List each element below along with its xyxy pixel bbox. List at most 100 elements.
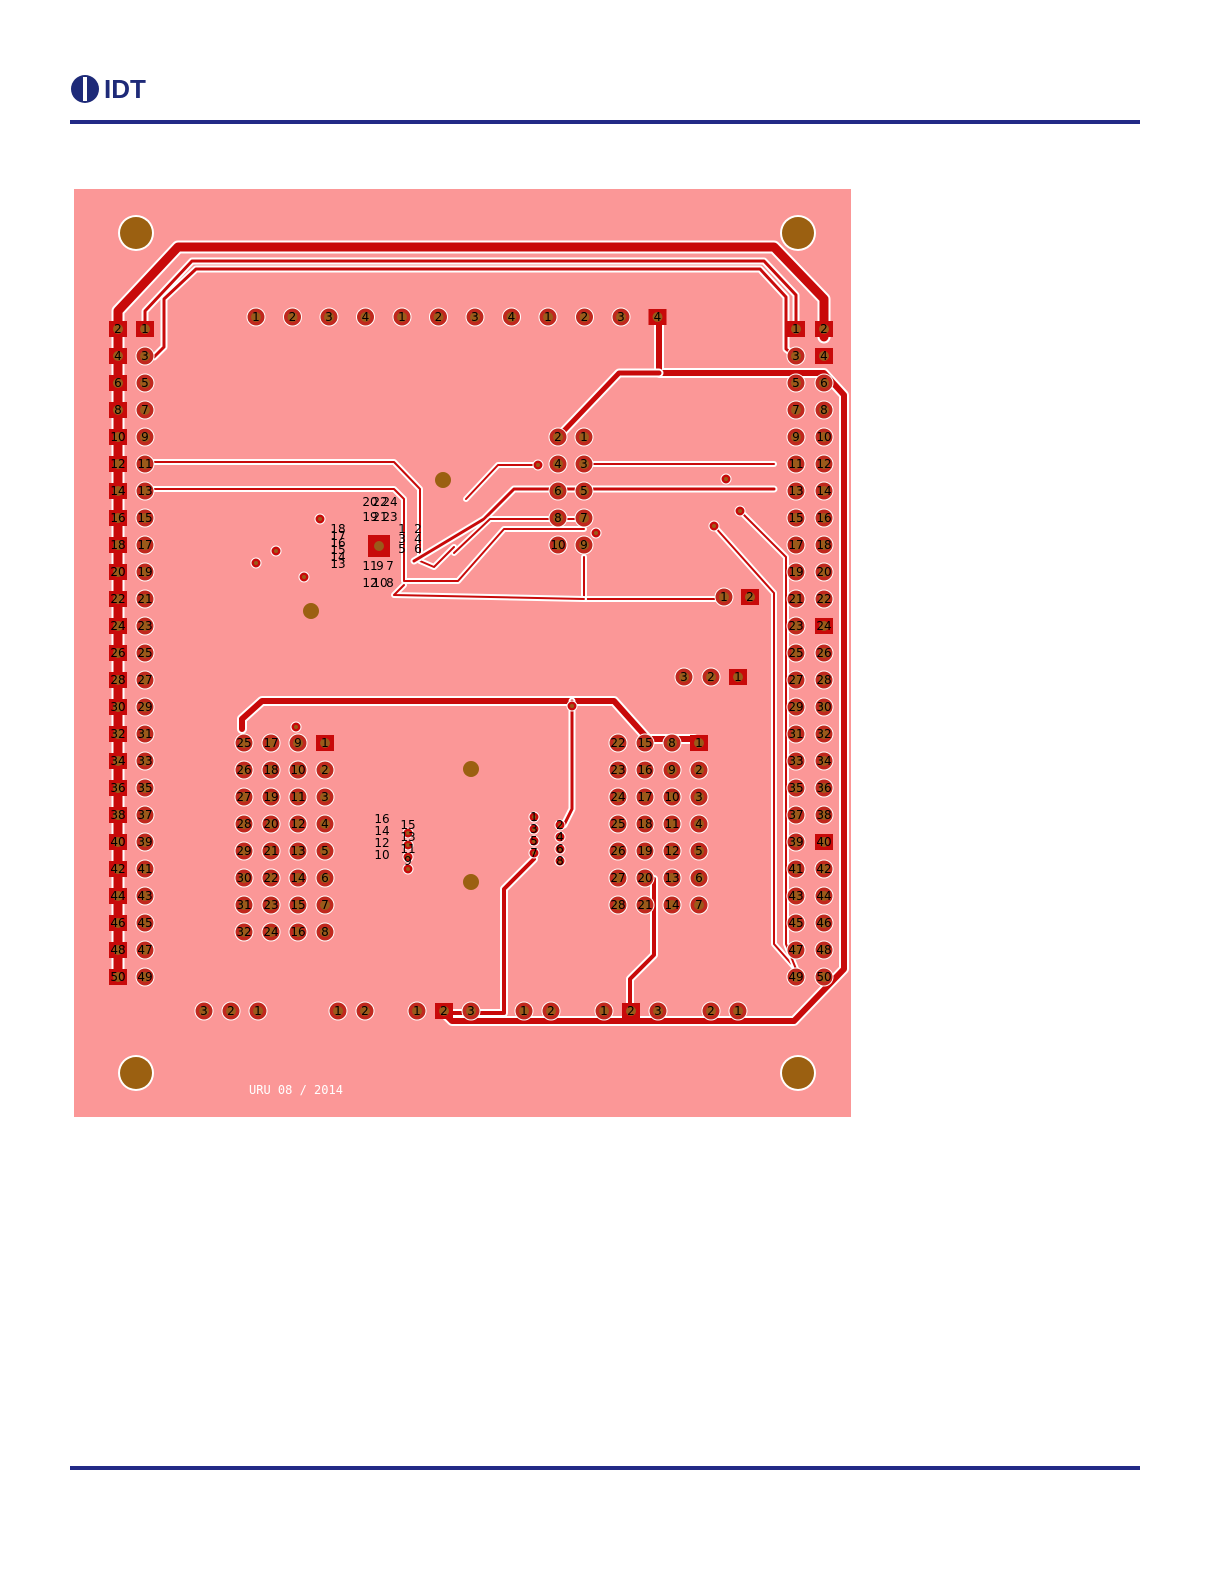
dip-left-pin-27-label: 27 xyxy=(236,790,251,804)
right-header-pin-23-drill xyxy=(791,621,801,631)
right-header-pin-32-label: 32 xyxy=(816,727,831,741)
trace-right-gnd xyxy=(441,312,847,1024)
right-header-pin-2-label: 2 xyxy=(820,322,828,336)
top-row-pin-4-label: 4 xyxy=(362,310,370,324)
left-header-pin-8-drill xyxy=(113,405,123,415)
dip-left-pin-7-drill xyxy=(320,900,330,910)
left-header-pin-14-drill xyxy=(113,486,123,496)
left-header-pin-32-drill xyxy=(113,729,123,739)
right-header-pin-22-label: 22 xyxy=(816,592,831,606)
dip-left-pin-10-label: 10 xyxy=(290,763,305,777)
left-header-pin-5-label: 5 xyxy=(141,376,149,390)
qfn-pin-14: 14 xyxy=(330,550,345,564)
trace-top-inner-1 xyxy=(143,259,798,331)
dip-left-pin-20-drill xyxy=(266,819,276,829)
dip-right-pin-26-label: 26 xyxy=(610,844,625,858)
bottom-row-pin-3-label: 3 xyxy=(467,1004,475,1018)
pads xyxy=(109,215,834,1091)
right-header-pin-22-drill xyxy=(819,594,829,604)
dip-right-pin-7-drill xyxy=(694,900,704,910)
qfn-pin-18: 18 xyxy=(330,522,345,536)
right-header-pin-50-drill xyxy=(819,972,829,982)
via-drill xyxy=(724,477,728,481)
top-row-pin-2-label: 2 xyxy=(289,310,297,324)
dip-left-pin-5-drill xyxy=(320,846,330,856)
qfn-pin-21: 21 xyxy=(372,510,387,524)
bottom-row-pin-2-label: 2 xyxy=(361,1004,369,1018)
dip-right-pin-13-label: 13 xyxy=(664,871,679,885)
dip-right-pin-14-label: 14 xyxy=(664,898,679,912)
left-header-pin-12-drill xyxy=(113,459,123,469)
left-header-pin-45-label: 45 xyxy=(137,916,152,930)
left-header-pin-29-label: 29 xyxy=(137,700,152,714)
bottom-row-pin-2-label: 2 xyxy=(227,1004,235,1018)
bottom-row-pin-1-drill xyxy=(733,1006,743,1016)
dip-right-pin-18-label: 18 xyxy=(637,817,652,831)
dip-right-pin-15-label: 15 xyxy=(637,736,652,750)
mid-block-pin-3-drill xyxy=(579,459,589,469)
right-header-pin-39-drill xyxy=(791,837,801,847)
footer-rule xyxy=(70,1466,1140,1470)
dip-left-pin-21-drill xyxy=(266,846,276,856)
right-header-pin-7-label: 7 xyxy=(792,403,800,417)
bottom-row-pin-1-drill xyxy=(333,1006,343,1016)
top-row-pin-4-label: 4 xyxy=(654,310,662,324)
dip-right-pin-25-label: 25 xyxy=(610,817,625,831)
top-row-pin-2-drill xyxy=(433,312,444,322)
left-header-pin-33-label: 33 xyxy=(137,754,152,768)
mid-block-pin-2-label: 2 xyxy=(554,430,562,444)
left-header-pin-48-label: 48 xyxy=(110,943,125,957)
left-header-pin-27-label: 27 xyxy=(137,673,152,687)
dip-left-pin-2-drill xyxy=(320,765,330,775)
top-row-pin-1-drill xyxy=(251,312,261,322)
right-header-pin-19-drill xyxy=(791,567,801,577)
sip-b-pin-9: 9 xyxy=(404,854,412,868)
dip-left-pin-20-label: 20 xyxy=(263,817,278,831)
right-header-pin-9-label: 9 xyxy=(792,430,800,444)
qfn-pin-16: 16 xyxy=(330,536,345,550)
right-header-pin-10-drill xyxy=(819,432,829,442)
top-row-pin-1-label: 1 xyxy=(398,310,406,324)
dip-left-pin-30-label: 30 xyxy=(236,871,251,885)
left-header-pin-11-label: 11 xyxy=(137,457,152,471)
left-header-pin-45-drill xyxy=(140,918,150,928)
trace-signal-13 xyxy=(144,488,585,582)
top-row-pin-2-label: 2 xyxy=(581,310,589,324)
right-header-pin-45-drill xyxy=(791,918,801,928)
right-header-pin-16-drill xyxy=(819,513,829,523)
board-outline xyxy=(74,189,851,1117)
right-header-pin-35-label: 35 xyxy=(788,781,803,795)
dip-right-pin-10-drill xyxy=(667,792,677,802)
right-header-pin-21-drill xyxy=(791,594,801,604)
left-header-pin-7-label: 7 xyxy=(141,403,149,417)
left-header-pin-47-label: 47 xyxy=(137,943,152,957)
qfn-pin-24: 24 xyxy=(382,495,397,509)
left-header-pin-23-label: 23 xyxy=(137,619,152,633)
right-header-pin-4-drill xyxy=(819,351,829,361)
dip-left-pin-18-drill xyxy=(266,765,276,775)
top-row-pin-3-drill xyxy=(616,312,626,322)
bottom-row-pin-2-label: 2 xyxy=(707,1004,715,1018)
top-row-pin-4-drill xyxy=(652,312,663,322)
dip-right-pin-8-label: 8 xyxy=(668,736,676,750)
trace-bottom-mid xyxy=(628,877,656,1015)
left-header-pin-37-label: 37 xyxy=(137,808,152,822)
silkscreen-text: URU 08 / 2014 xyxy=(249,1083,343,1097)
top-row-pin-3-drill xyxy=(324,312,334,322)
dip-right-pin-15-drill xyxy=(640,738,650,748)
left-header-pin-38-drill xyxy=(113,810,123,820)
qfn-pin-3: 3 xyxy=(398,532,406,546)
right-header-pin-41-label: 41 xyxy=(788,862,803,876)
dip-right-pin-22-drill xyxy=(613,738,623,748)
left-header-pin-16-drill xyxy=(113,513,123,523)
left-header-pin-3-label: 3 xyxy=(141,349,149,363)
left-header-pin-40-drill xyxy=(113,837,123,847)
trace-dip-top xyxy=(239,698,697,742)
bottom-row-pin-3-label: 3 xyxy=(654,1004,662,1018)
small-ic-via-drill xyxy=(532,827,536,831)
right-header-pin-45-label: 45 xyxy=(788,916,803,930)
left-header-pin-37-drill xyxy=(140,810,150,820)
dip-left-pin-13-label: 13 xyxy=(290,844,305,858)
right-header-pin-36-drill xyxy=(819,783,829,793)
